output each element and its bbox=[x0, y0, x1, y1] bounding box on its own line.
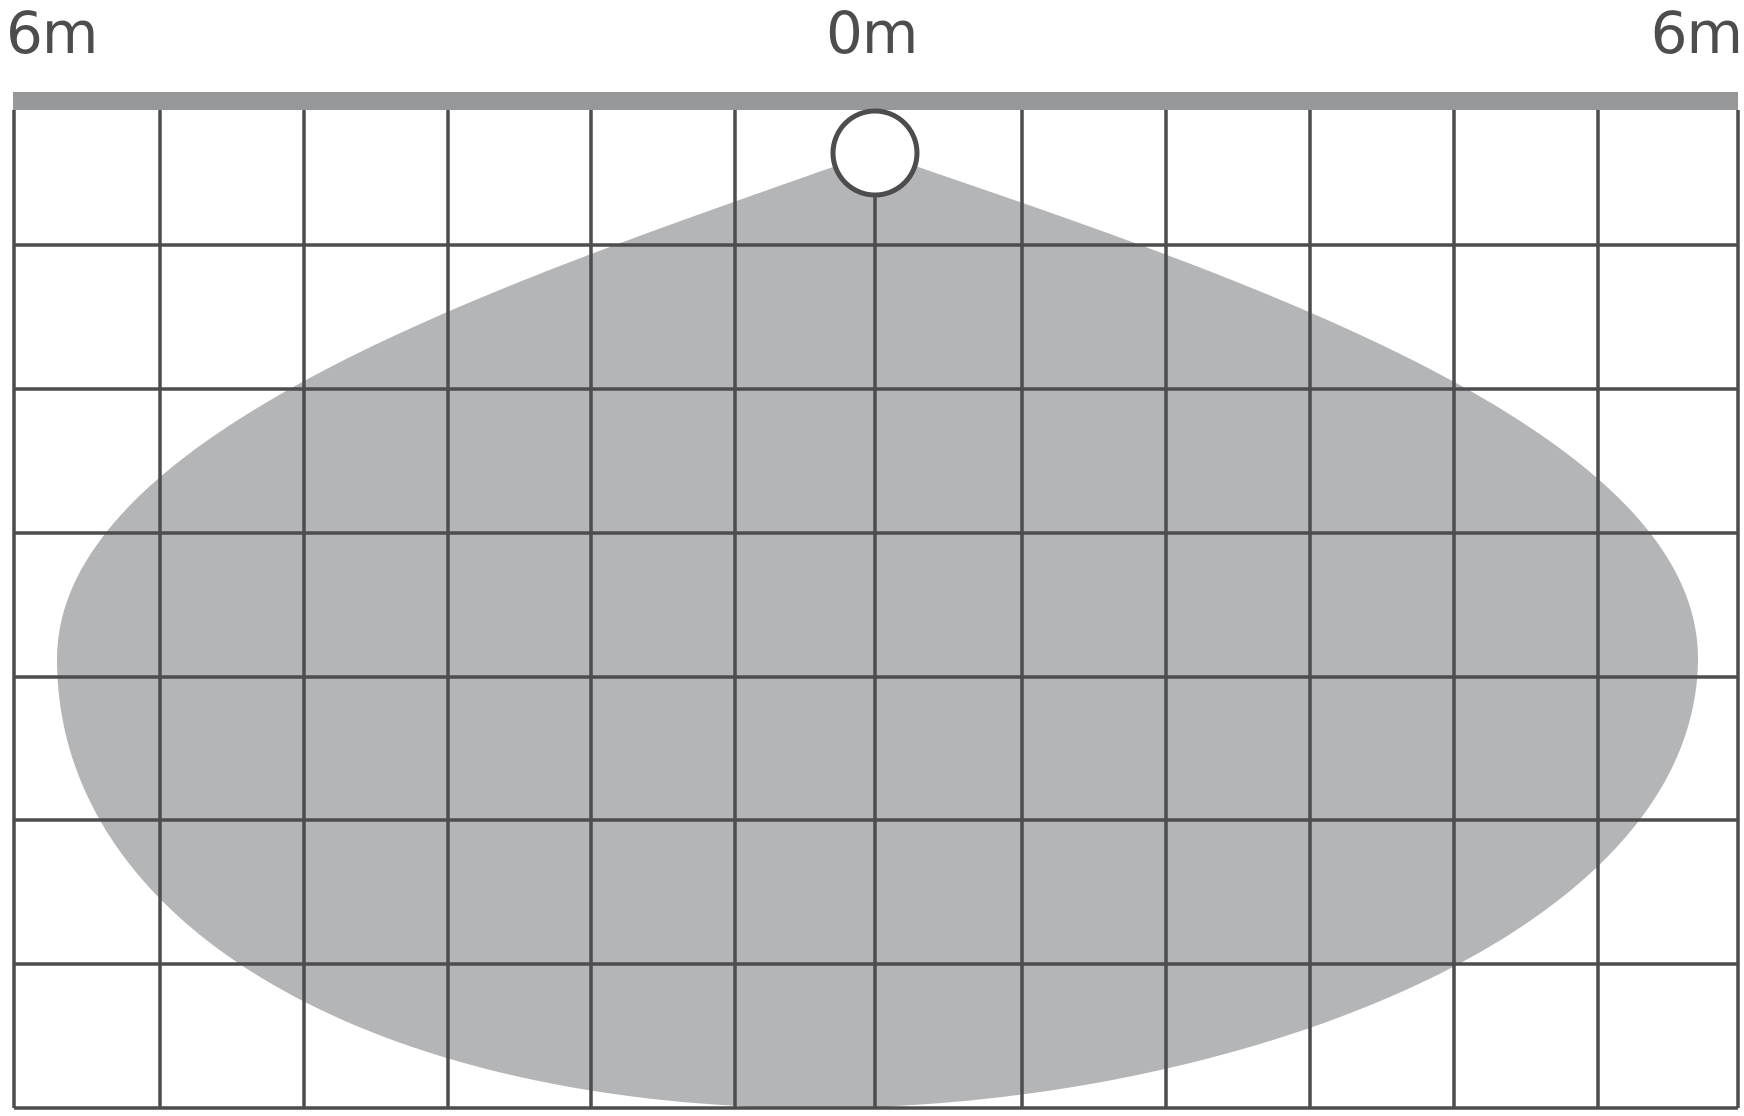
ceiling-bar bbox=[13, 92, 1738, 110]
grid bbox=[12, 110, 1740, 1110]
scale-label-right: 6m bbox=[1650, 0, 1743, 67]
sensor-circle-icon bbox=[830, 108, 920, 198]
scale-label-center: 0m bbox=[826, 0, 918, 67]
coverage-area bbox=[56, 152, 1699, 1108]
scale-label-left: 6m bbox=[6, 0, 98, 67]
